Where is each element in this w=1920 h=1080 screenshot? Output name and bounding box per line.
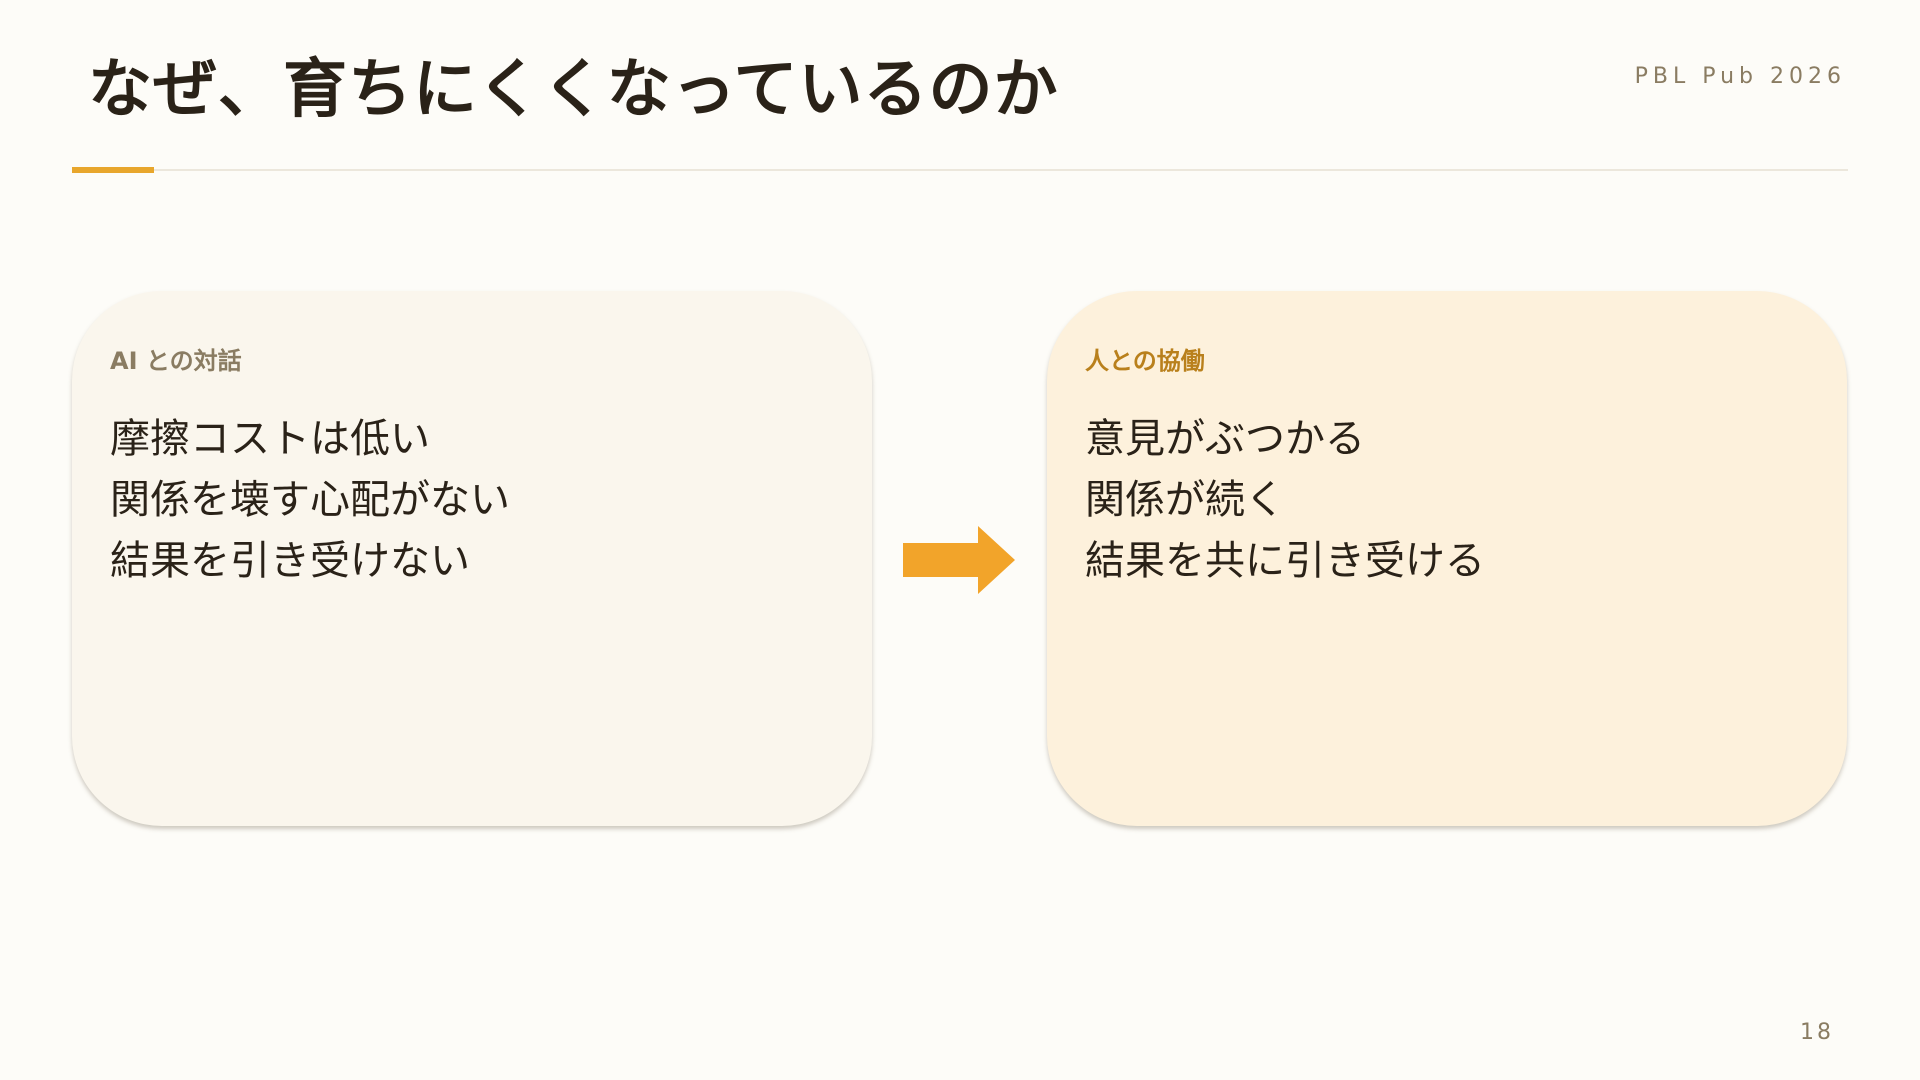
card-line: 摩擦コストは低い: [110, 416, 430, 462]
card-line: 結果を引き受けない: [110, 538, 470, 584]
card-line: 関係を壊す心配がない: [110, 477, 510, 523]
page-title: なぜ、育ちにくくなっているのか: [88, 53, 1059, 127]
card-line: 意見がぶつかる: [1085, 416, 1365, 462]
page-number: 18: [1800, 1020, 1834, 1045]
card-line: 関係が続く: [1085, 477, 1285, 523]
card-line: 結果を共に引き受ける: [1085, 538, 1485, 584]
right-arrow-icon: [903, 526, 1015, 594]
ai-dialogue-card: AI との対話 摩擦コストは低い 関係を壊す心配がない 結果を引き受けない: [72, 291, 872, 826]
card-label: 人との協働: [1085, 347, 1205, 375]
title-divider: [72, 169, 1848, 171]
arrow-shape: [903, 526, 1015, 594]
title-accent-bar: [72, 167, 154, 173]
card-label: AI との対話: [110, 347, 242, 375]
card-line-list: 摩擦コストは低い 関係を壊す心配がない 結果を引き受けない: [110, 409, 510, 592]
card-line-list: 意見がぶつかる 関係が続く 結果を共に引き受ける: [1085, 409, 1485, 592]
human-collaboration-card: 人との協働 意見がぶつかる 関係が続く 結果を共に引き受ける: [1047, 291, 1847, 826]
brand-label: PBL Pub 2026: [1634, 64, 1846, 89]
